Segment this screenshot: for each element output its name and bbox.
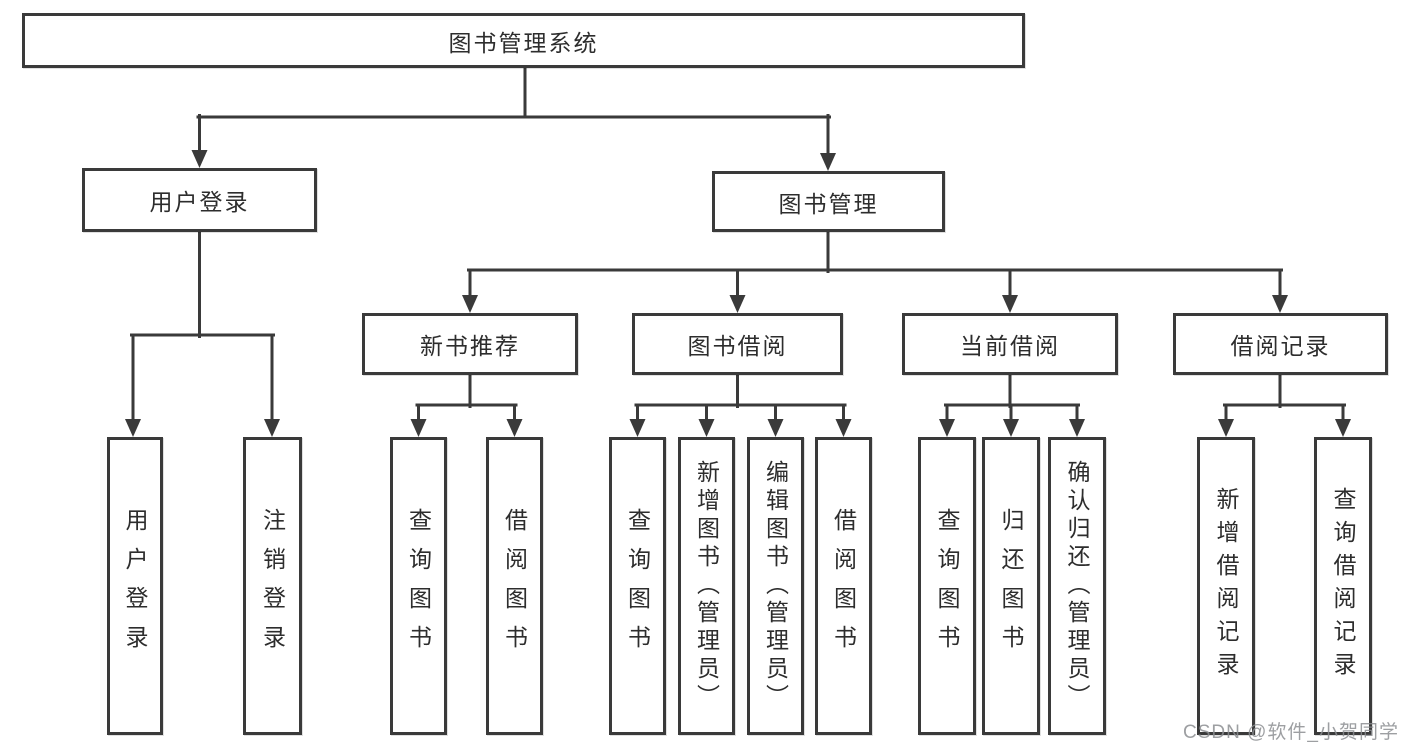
leaf-logout: 注销登录: [243, 437, 302, 735]
node-book-borrow: 图书借阅: [632, 313, 843, 375]
watermark: CSDN @软件_小贺同学: [1183, 722, 1399, 743]
leaf-user-login: 用户登录: [107, 437, 163, 735]
node-user-login: 用户登录: [82, 168, 317, 232]
leaf-borrow-books: 借阅图书: [815, 437, 872, 735]
leaf-borrow-books-recommend: 借阅图书: [486, 437, 543, 735]
leaf-add-borrow-record: 新增借阅记录: [1197, 437, 1255, 735]
node-borrow-records: 借阅记录: [1173, 313, 1388, 375]
leaf-return-books: 归还图书: [982, 437, 1040, 735]
leaf-edit-book-admin: 编辑图书（管理员）: [747, 437, 804, 735]
node-book-management: 图书管理: [712, 171, 945, 232]
leaf-query-books-borrow: 查询图书: [609, 437, 666, 735]
arrowheads: [125, 150, 1351, 437]
leaf-confirm-return-admin: 确认归还（管理员）: [1048, 437, 1106, 735]
leaf-query-borrow-record: 查询借阅记录: [1314, 437, 1372, 735]
leaf-query-books-current: 查询图书: [918, 437, 976, 735]
node-current-borrow: 当前借阅: [902, 313, 1118, 375]
leaf-query-books-recommend: 查询图书: [390, 437, 447, 735]
node-root: 图书管理系统: [22, 13, 1025, 68]
leaf-add-book-admin: 新增图书（管理员）: [678, 437, 735, 735]
node-new-book-recommend: 新书推荐: [362, 313, 578, 375]
